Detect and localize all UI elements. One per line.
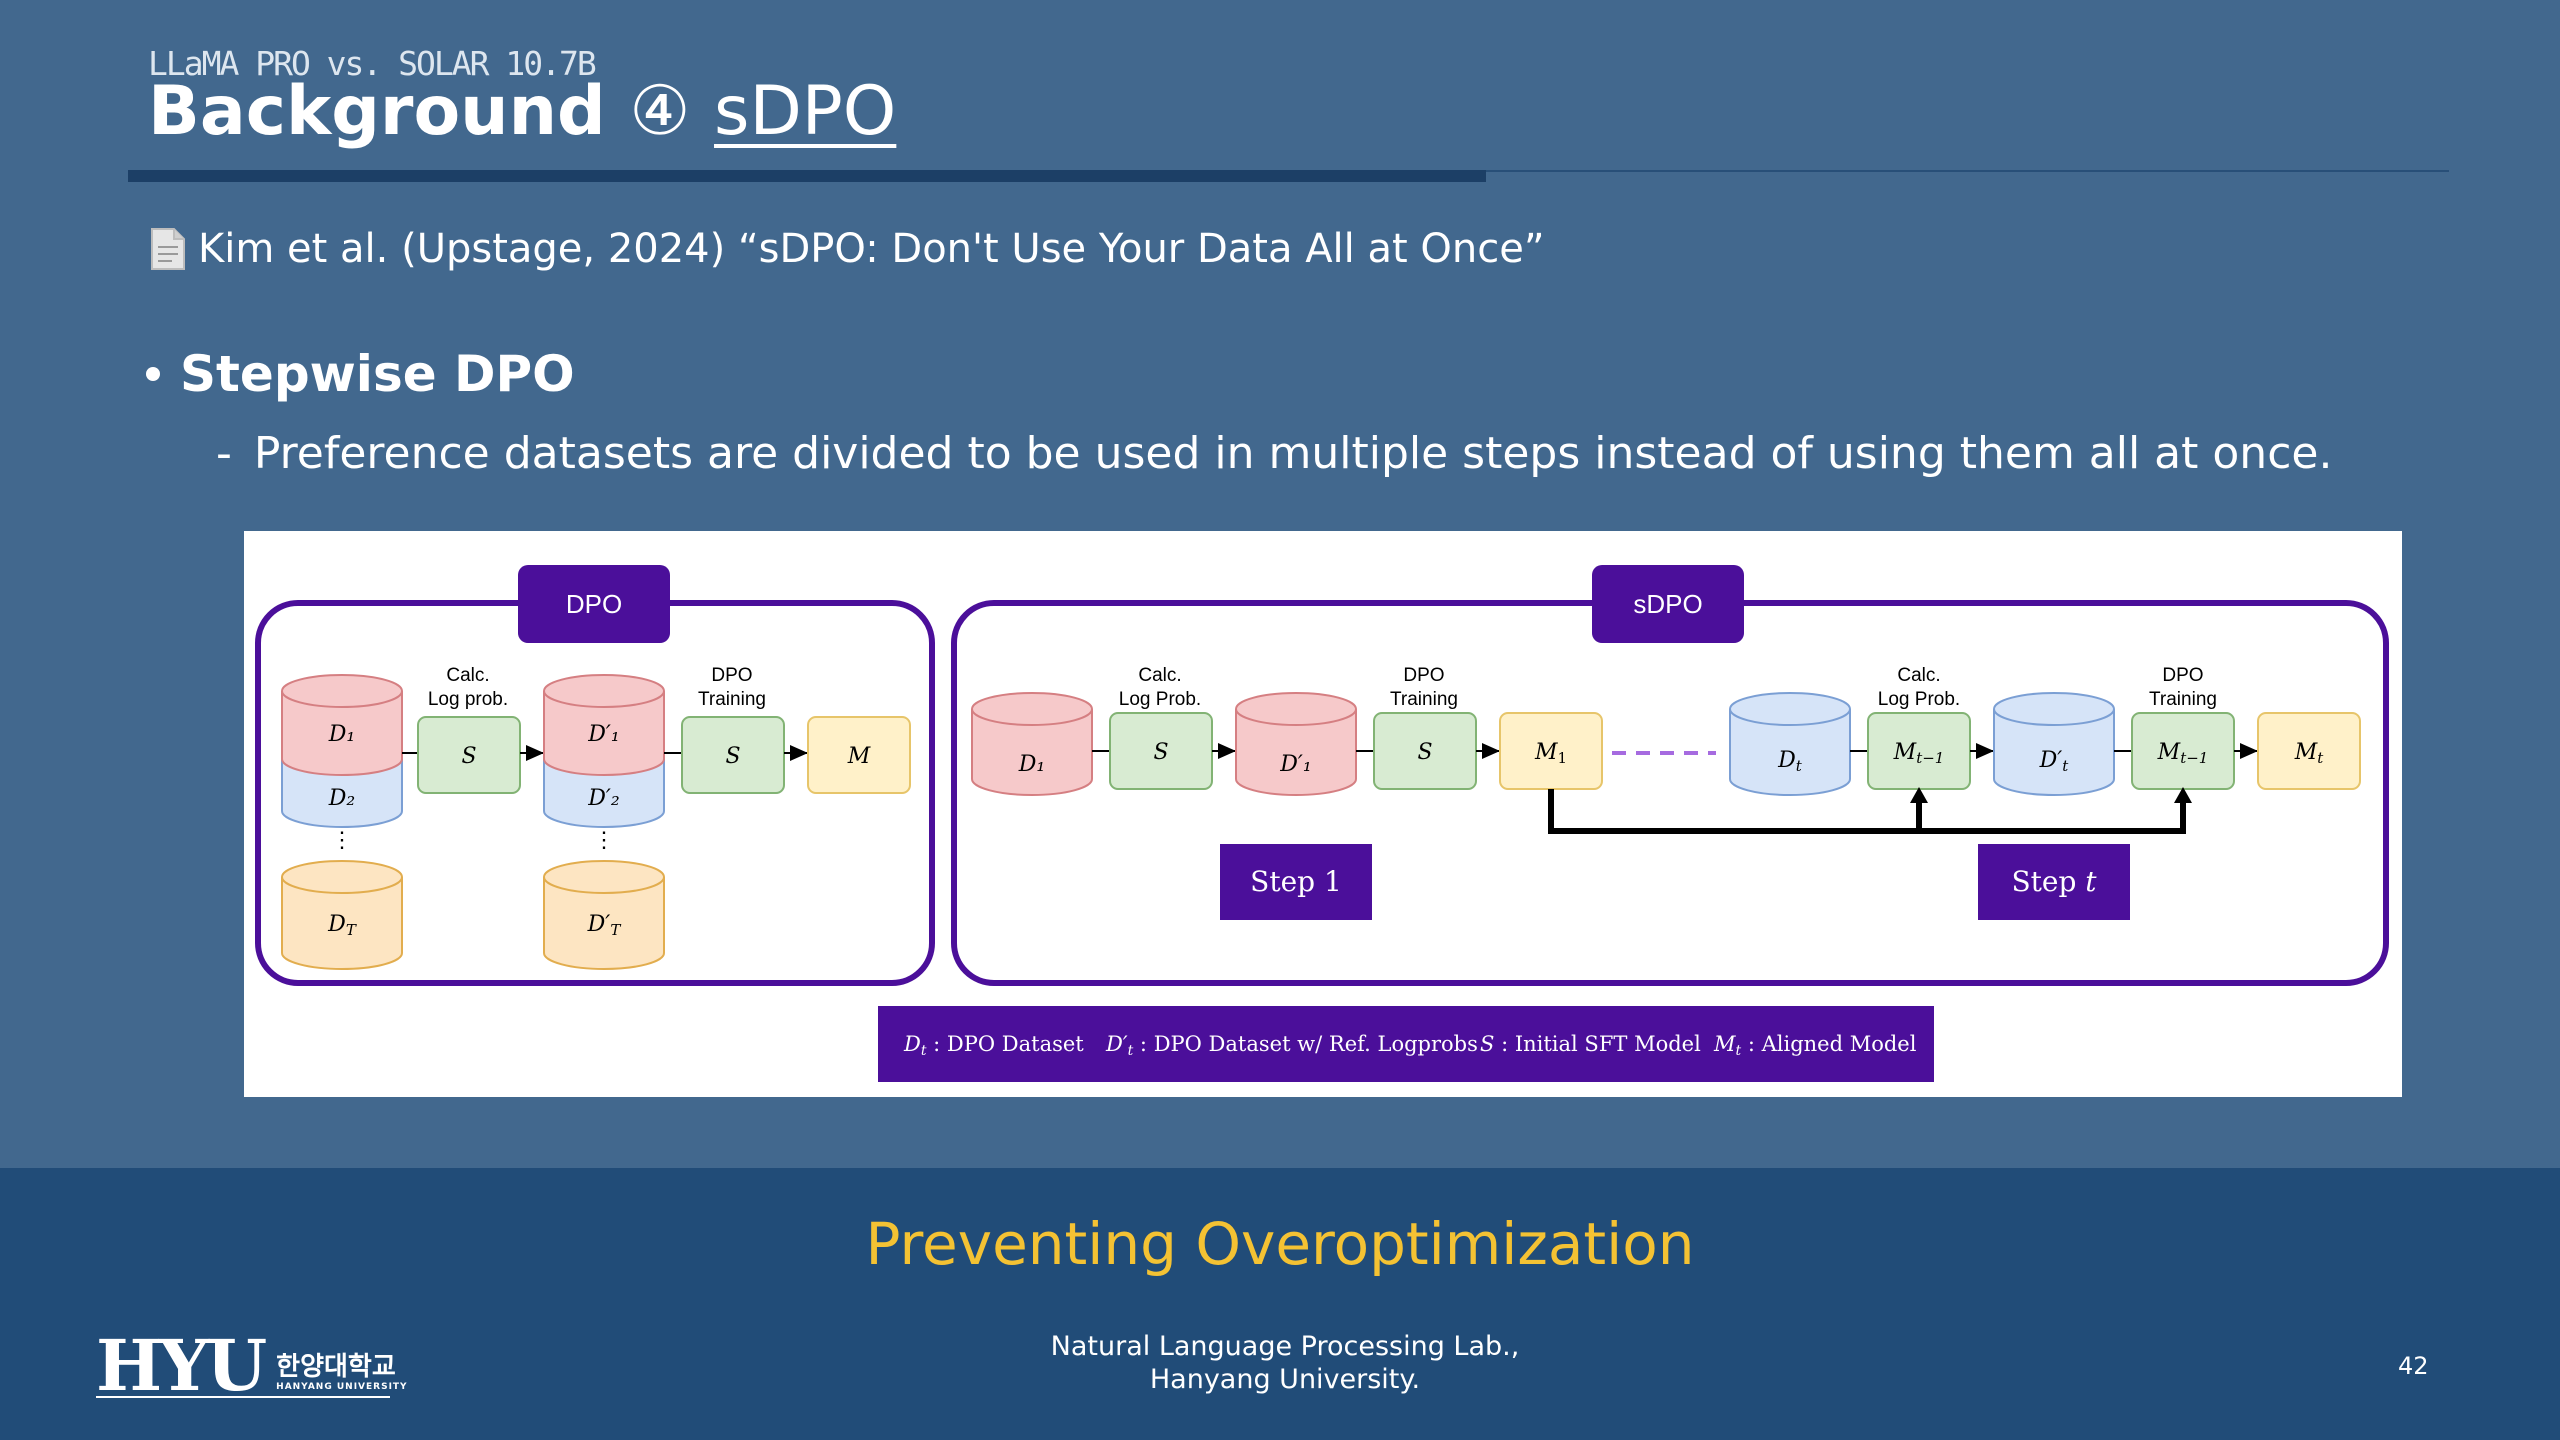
svg-text:S: S <box>1153 740 1168 765</box>
svg-text:Dt : DPO Dataset: Dt : DPO Dataset <box>903 1032 1084 1059</box>
sub-bullet-text: Preference datasets are divided to be us… <box>253 428 2333 479</box>
svg-text:Step t: Step t <box>2011 865 2097 898</box>
svg-text:D₁: D₁ <box>328 722 355 747</box>
footer-band <box>0 1168 2560 1440</box>
svg-text:DPO: DPO <box>2162 665 2203 686</box>
lab-line-2: Hanyang University. <box>1149 1364 1421 1395</box>
logo-english: HANYANG UNIVERSITY <box>276 1382 408 1392</box>
svg-text:D′t: D′t <box>2039 748 2070 775</box>
title-underline-thick <box>128 170 1486 182</box>
document-icon <box>150 227 186 271</box>
svg-text:S: S <box>1417 740 1432 765</box>
logo-underline <box>96 1396 390 1398</box>
svg-text:D′₁: D′₁ <box>1279 752 1311 777</box>
svg-text:DPO: DPO <box>1403 665 1444 686</box>
svg-text:S: S <box>725 744 740 769</box>
dpo-panel: DPO D₁ D₂ ⋮ DT Calc. Log prob. S <box>255 565 935 986</box>
bullet-stepwise-dpo: Stepwise DPO <box>146 345 575 403</box>
svg-text:⋮: ⋮ <box>331 827 353 852</box>
svg-text:D′₁: D′₁ <box>587 722 619 747</box>
svg-text:Calc.: Calc. <box>446 665 489 686</box>
svg-text:Training: Training <box>1390 689 1458 710</box>
slide-title: Background ④ sDPO <box>148 72 896 151</box>
dpo-dataset-stack: D₁ D₂ ⋮ DT <box>281 674 403 970</box>
dpo-label: DPO <box>566 589 622 619</box>
sdpo-label: sDPO <box>1633 589 1702 619</box>
svg-text:Log prob.: Log prob. <box>428 689 508 710</box>
slide-subtitle: LLaMA PRO vs. SOLAR 10.7B <box>148 44 597 83</box>
svg-text:D₂: D₂ <box>328 786 355 811</box>
stept-box <box>1978 844 2130 920</box>
svg-text:Calc.: Calc. <box>1897 665 1940 686</box>
svg-text:Mt: Mt <box>2294 740 2325 767</box>
svg-text:D′₂: D′₂ <box>587 786 619 811</box>
step1-box <box>1220 844 1372 920</box>
footer-title: Preventing Overoptimization <box>865 1210 1695 1278</box>
figure-legend: Dt : DPO Dataset D′t : DPO Dataset w/ Re… <box>878 1006 1934 1082</box>
title-underline-thin <box>1486 170 2449 172</box>
svg-text:D₁: D₁ <box>1018 752 1045 777</box>
svg-text:Calc.: Calc. <box>1138 665 1181 686</box>
logo-korean: 한양대학교 <box>276 1352 396 1382</box>
reference-line: Kim et al. (Upstage, 2024) “sDPO: Don't … <box>150 226 1545 272</box>
svg-text:D′t : DPO Dataset w/ Ref. Logp: D′t : DPO Dataset w/ Ref. Logprobs <box>1105 1032 1478 1059</box>
svg-text:DPO: DPO <box>711 665 752 686</box>
svg-text:Mt : Aligned Model: Mt : Aligned Model <box>1713 1032 1917 1059</box>
dpo-dataset-stack-prime: D′₁ D′₂ ⋮ D′T <box>543 674 665 970</box>
bullet-dot <box>146 366 160 381</box>
svg-text:Log Prob.: Log Prob. <box>1878 689 1960 710</box>
logo-mark: HYU <box>96 1324 267 1407</box>
page-number: 42 <box>2398 1352 2429 1380</box>
svg-text:Mt−1: Mt−1 <box>2157 740 2209 767</box>
lab-name: Natural Language Processing Lab., Hanyan… <box>0 1330 2560 1396</box>
bullet-title: Stepwise DPO <box>180 345 575 403</box>
sdpo-figure: DPO D₁ D₂ ⋮ DT Calc. Log prob. S <box>244 531 2402 1097</box>
svg-text:S: S <box>461 744 476 769</box>
svg-text:Training: Training <box>698 689 766 710</box>
title-text: Background <box>148 72 606 151</box>
svg-text:⋮: ⋮ <box>593 827 615 852</box>
title-link-sdpo[interactable]: sDPO <box>714 72 897 151</box>
svg-text:Log Prob.: Log Prob. <box>1119 689 1201 710</box>
hyu-logo: HYU 한양대학교 HANYANG UNIVERSITY <box>96 1324 408 1407</box>
svg-text:Step 1: Step 1 <box>1250 865 1342 898</box>
sdpo-panel: sDPO D₁ Calc. Log Prob. S D′₁ DPO Traini… <box>951 565 2389 986</box>
lab-line-1: Natural Language Processing Lab., <box>1050 1331 1520 1362</box>
sub-bullet: -Preference datasets are divided to be u… <box>216 428 2333 479</box>
svg-text:Mt−1: Mt−1 <box>1893 740 1945 767</box>
reference-text: Kim et al. (Upstage, 2024) “sDPO: Don't … <box>198 226 1545 272</box>
svg-text:S : Initial SFT Model: S : Initial SFT Model <box>1480 1032 1701 1056</box>
svg-text:M1: M1 <box>1534 740 1567 767</box>
svg-text:Training: Training <box>2149 689 2217 710</box>
svg-text:M: M <box>847 744 871 769</box>
title-number: ④ <box>629 72 691 151</box>
